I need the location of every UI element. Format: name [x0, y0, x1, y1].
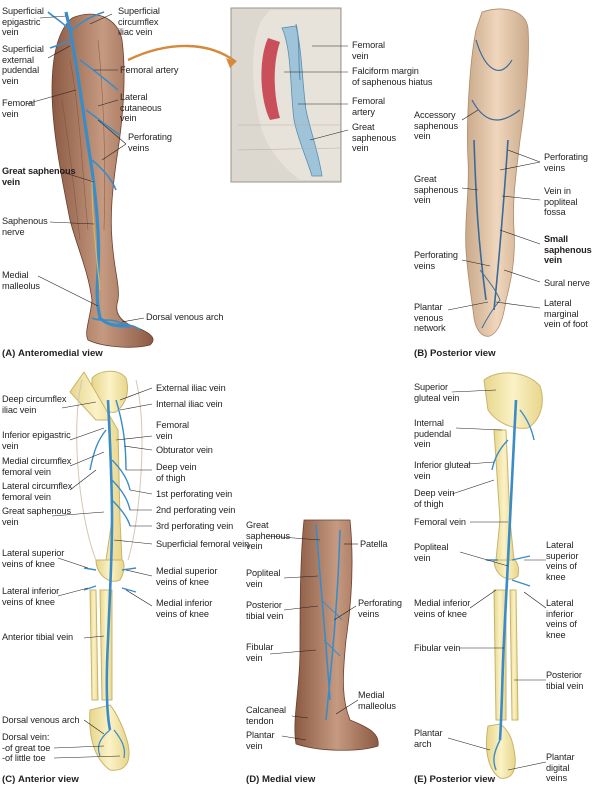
- label-dorsal-venous-arch-a: Dorsal venous arch: [146, 312, 224, 322]
- caption-c-title: Anterior view: [18, 774, 79, 785]
- label-femoral-vein-e: Femoral vein: [414, 517, 466, 527]
- label-internal-pudendal-vein: Internal pudendal vein: [414, 418, 452, 450]
- caption-e-letter: (E): [414, 774, 427, 785]
- label-superficial-external-pudendal-vein: Superficial external pudendal vein: [2, 44, 44, 86]
- label-femoral-vein-c: Femoral vein: [156, 420, 189, 441]
- label-deep-vein-of-thigh-e: Deep vein of thigh: [414, 488, 455, 509]
- label-lateral-superior-veins-knee-c: Lateral superior veins of knee: [2, 548, 65, 569]
- label-lateral-cutaneous-vein: Lateral cutaneous vein: [120, 92, 162, 124]
- label-great-saphenous-vein-b: Great saphenous vein: [414, 174, 459, 206]
- label-3rd-perforating-vein: 3rd perforating vein: [156, 521, 234, 531]
- label-medial-malleolus-a: Medial malleolus: [2, 270, 40, 291]
- caption-d-letter: (D): [246, 774, 260, 785]
- caption-a-letter: (A): [2, 348, 16, 359]
- label-deep-circumflex-iliac-vein: Deep circumflex iliac vein: [2, 394, 67, 415]
- label-anterior-tibial-vein: Anterior tibial vein: [2, 632, 74, 642]
- label-superficial-femoral-vein: Superficial femoral vein: [156, 539, 250, 549]
- label-inset-femoral-vein: Femoral vein: [352, 40, 385, 61]
- caption-panel-d: (D) Medial view: [246, 774, 315, 785]
- label-perforating-veins-b2: Perforating veins: [414, 250, 458, 271]
- caption-a-title: Anteromedial view: [18, 348, 103, 359]
- label-plantar-venous-network: Plantar venous network: [414, 302, 446, 334]
- label-medial-inferior-veins-knee-c: Medial inferior veins of knee: [156, 598, 213, 619]
- label-dorsal-venous-arch-c: Dorsal venous arch: [2, 715, 80, 725]
- label-femoral-artery-a: Femoral artery: [120, 65, 179, 75]
- caption-c-letter: (C): [2, 774, 16, 785]
- label-deep-vein-of-thigh-c: Deep vein of thigh: [156, 462, 197, 483]
- leg-posterior-surface: [465, 8, 529, 337]
- label-lateral-superior-veins-knee-e: Lateral superior veins of knee: [546, 540, 579, 582]
- label-posterior-tibial-vein-e: Posterior tibial vein: [546, 670, 584, 691]
- label-sural-nerve: Sural nerve: [544, 278, 590, 288]
- label-superior-gluteal-vein: Superior gluteal vein: [414, 382, 460, 403]
- label-medial-inferior-veins-knee-e: Medial inferior veins of knee: [414, 598, 471, 619]
- label-posterior-tibial-vein-d: Posterior tibial vein: [246, 600, 284, 621]
- label-fibular-vein-d: Fibular vein: [246, 642, 274, 663]
- label-medial-circumflex-femoral-vein: Medial circumflex femoral vein: [2, 456, 72, 477]
- label-fibular-vein-e: Fibular vein: [414, 643, 461, 653]
- label-inset-femoral-artery: Femoral artery: [352, 96, 385, 117]
- label-inferior-epigastric-vein: Inferior epigastric vein: [2, 430, 71, 451]
- label-perforating-veins-a: Perforating veins: [128, 132, 172, 153]
- label-great-saphenous-vein-c: Great saphenous vein: [2, 506, 71, 527]
- caption-d-title: Medial view: [262, 774, 316, 785]
- label-internal-iliac-vein: Internal iliac vein: [156, 399, 223, 409]
- inset-pointer-arrow: [127, 44, 237, 63]
- label-popliteal-vein-d: Popliteal vein: [246, 568, 281, 589]
- label-popliteal-vein-e: Popliteal vein: [414, 542, 449, 563]
- label-accessory-saphenous-vein: Accessory saphenous vein: [414, 110, 459, 142]
- label-patella: Patella: [360, 539, 388, 549]
- leg-anteromedial: [47, 11, 154, 348]
- label-small-saphenous-vein: Small saphenous vein: [544, 234, 592, 266]
- caption-panel-c: (C) Anterior view: [2, 774, 79, 785]
- label-perforating-veins-b: Perforating veins: [544, 152, 588, 173]
- caption-e-title: Posterior view: [429, 774, 496, 785]
- label-inset-great-saphenous-vein: Great saphenous vein: [352, 122, 397, 154]
- label-inferior-gluteal-vein: Inferior gluteal vein: [414, 460, 471, 481]
- label-dorsal-vein-toes: Dorsal vein: -of great toe -of little to…: [2, 732, 51, 764]
- label-2nd-perforating-vein: 2nd perforating vein: [156, 505, 236, 515]
- label-plantar-digital-veins: Plantar digital veins: [546, 752, 575, 784]
- label-calcaneal-tendon: Calcaneal tendon: [246, 705, 286, 726]
- caption-panel-e: (E) Posterior view: [414, 774, 495, 785]
- leg-anterior-skeleton: [69, 370, 143, 771]
- label-medial-malleolus-d: Medial malleolus: [358, 690, 396, 711]
- label-obturator-vein: Obturator vein: [156, 445, 213, 455]
- label-external-iliac-vein: External iliac vein: [156, 383, 226, 393]
- label-vein-popliteal-fossa: Vein in popliteal fossa: [544, 186, 578, 218]
- label-plantar-vein: Plantar vein: [246, 730, 275, 751]
- leader-lines: [25, 13, 547, 771]
- label-lateral-circumflex-femoral-vein: Lateral circumflex femoral vein: [2, 481, 73, 502]
- label-lateral-inferior-veins-knee-c: Lateral inferior veins of knee: [2, 586, 60, 607]
- label-great-saphenous-vein-a: Great saphenous vein: [2, 166, 76, 187]
- label-great-saphenous-vein-d: Great saphenous vein: [246, 520, 291, 552]
- label-femoral-vein-a: Femoral vein: [2, 98, 35, 119]
- leg-posterior-skeleton: [483, 372, 543, 779]
- label-superficial-epigastric-vein: Superficial epigastric vein: [2, 6, 44, 38]
- caption-b-title: Posterior view: [430, 348, 496, 359]
- caption-panel-b: (B) Posterior view: [414, 348, 496, 359]
- leg-medial: [294, 519, 379, 751]
- label-superficial-circumflex-iliac-vein: Superficial circumflex iliac vein: [118, 6, 160, 38]
- caption-panel-a: (A) Anteromedial view: [2, 348, 103, 359]
- label-medial-superior-veins-knee: Medial superior veins of knee: [156, 566, 218, 587]
- label-inset-falciform-margin: Falciform margin of saphenous hiatus: [352, 66, 433, 87]
- label-1st-perforating-vein: 1st perforating vein: [156, 489, 233, 499]
- label-perforating-veins-d: Perforating veins: [358, 598, 402, 619]
- inset-saphenous-hiatus: [230, 7, 342, 183]
- label-lateral-inferior-veins-knee-e: Lateral inferior veins of knee: [546, 598, 577, 640]
- caption-b-letter: (B): [414, 348, 428, 359]
- label-saphenous-nerve: Saphenous nerve: [2, 216, 48, 237]
- inset-pointer-arrowhead: [226, 58, 236, 68]
- label-plantar-arch: Plantar arch: [414, 728, 443, 749]
- label-lateral-marginal-vein: Lateral marginal vein of foot: [544, 298, 588, 330]
